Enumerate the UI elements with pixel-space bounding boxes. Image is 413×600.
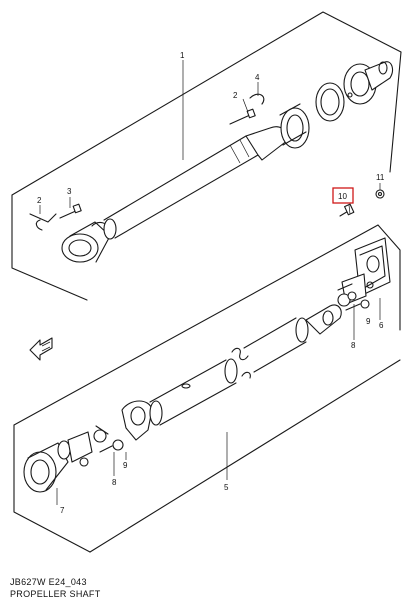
callout-9-left: 9 (123, 461, 128, 470)
callout-8-right: 8 (351, 341, 356, 350)
diagram-title: PROPELLER SHAFT (10, 589, 101, 599)
callout-1: 1 (180, 51, 185, 60)
upper-leader-lines (39, 60, 259, 214)
callout-5: 5 (224, 483, 229, 492)
center-leader-lines (348, 183, 381, 340)
rear-propeller-shaft-assembly (13, 224, 401, 553)
lower-leader-lines (56, 432, 228, 505)
callout-11: 11 (376, 173, 385, 182)
highlight-box-part-10 (332, 187, 354, 204)
diagram-code: JB627W E24_043 (10, 577, 87, 587)
front-direction-arrow-icon (29, 337, 53, 361)
callout-7: 7 (60, 506, 65, 515)
callout-4-upper: 4 (255, 73, 260, 82)
callout-2-left: 2 (37, 196, 42, 205)
callout-3-left: 3 (67, 187, 72, 196)
callout-8-left: 8 (112, 478, 117, 487)
callout-6: 6 (379, 321, 384, 330)
callout-10: 10 (338, 192, 347, 201)
center-bearing-assembly (339, 189, 391, 309)
front-propeller-shaft-assembly (11, 11, 402, 301)
callout-2-upper: 2 (233, 91, 238, 100)
callout-9-right: 9 (366, 317, 371, 326)
